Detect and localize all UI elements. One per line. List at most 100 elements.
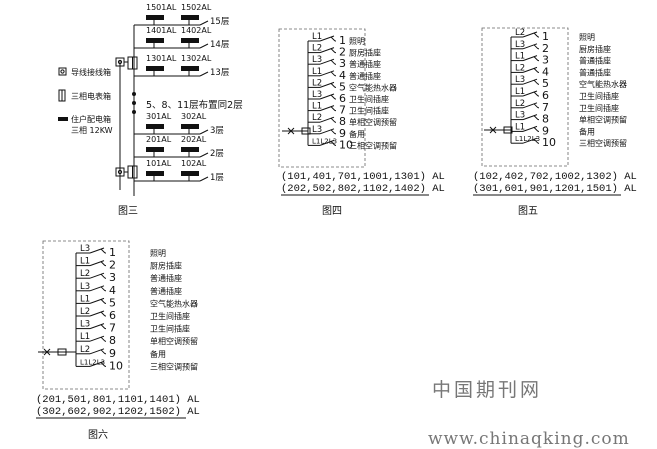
breaker-switch [522, 90, 538, 97]
circuit-description: 卫生间插座 [349, 94, 389, 104]
distribution-box [146, 15, 164, 20]
circuit-description: 空气能热水器 [579, 79, 627, 89]
box-label-right: 1402AL [181, 26, 212, 35]
circuit-row: L3 1 照明 [76, 244, 166, 259]
legend-distribution-spec: 三相 12KW [71, 125, 113, 135]
breaker-switch [522, 125, 538, 132]
box-label-left: 201AL [146, 135, 172, 144]
distribution-box [181, 147, 199, 152]
box-label-right: 102AL [181, 159, 207, 168]
circuit-number: 7 [542, 101, 549, 114]
circuit-description: 照明 [349, 37, 365, 46]
phase-label: L1 [515, 52, 525, 62]
panel-id-label: (201,501,801,1101,1401) AL [36, 394, 200, 406]
box-label-left: 301AL [146, 112, 172, 121]
breaker-switch [89, 348, 105, 355]
circuit-description: 空气能热水器 [349, 82, 397, 92]
breaker-mark [100, 362, 106, 367]
circuit-description: 三相空调预留 [579, 138, 627, 148]
breaker-switch [89, 285, 105, 292]
box-label-left: 1501AL [146, 3, 177, 12]
floor-arrow [199, 176, 209, 182]
circuit-description: 卫生间插座 [349, 106, 389, 116]
phase-label: L1 [515, 122, 525, 132]
floor-arrow [199, 129, 209, 135]
breaker-mark [533, 56, 539, 61]
circuit-description: 照明 [150, 249, 166, 258]
distribution-box [146, 147, 164, 152]
phase-label: L1 [80, 257, 90, 267]
figure-caption: 图五 [518, 205, 538, 217]
floor-label: 2层 [210, 149, 224, 159]
circuit-description: 空气能热水器 [150, 298, 198, 308]
breaker-switch [89, 297, 105, 304]
phase-label: L1 [312, 32, 322, 42]
breaker-switch [89, 247, 105, 254]
figure-caption: 图六 [88, 429, 108, 441]
ellipsis-dot [132, 101, 136, 105]
breaker-switch [319, 116, 335, 123]
legend-distribution-box: 住户配电箱 [71, 114, 111, 124]
breaker-switch [319, 139, 335, 146]
distribution-box [181, 66, 199, 71]
phase-label: L2 [515, 28, 525, 38]
breaker-mark [330, 59, 336, 65]
circuit-number: 2 [109, 259, 116, 272]
panel-id-label: (301,601,901,1201,1501) AL [473, 183, 637, 195]
breaker-mark [100, 311, 106, 317]
panel-enclosure [481, 27, 569, 167]
phase-label: L3 [312, 125, 322, 135]
breaker-mark [330, 141, 336, 146]
circuit-number: 3 [542, 54, 549, 67]
breaker-mark [330, 48, 336, 53]
circuit-number: 8 [542, 113, 549, 126]
distribution-box [146, 66, 164, 71]
breaker-switch [522, 78, 538, 85]
floor-arrow [199, 71, 209, 77]
breaker-mark [533, 127, 539, 132]
breaker-switch [522, 137, 538, 144]
junction-box-upper-dot [117, 59, 123, 65]
phase-label: L3 [80, 244, 90, 254]
phase-label: L3 [515, 75, 525, 85]
box-label-right: 302AL [181, 112, 207, 121]
junction-box-lower-dot [117, 169, 123, 175]
circuit-number: 1 [109, 246, 116, 259]
breaker-mark [100, 273, 106, 279]
breaker-switch [319, 58, 335, 65]
phase-label: L3 [312, 90, 322, 100]
distribution-box [146, 171, 164, 176]
breaker-switch [522, 102, 538, 109]
breaker-mark [533, 44, 539, 50]
breaker-mark [100, 324, 106, 329]
phase-label: L2 [312, 44, 322, 54]
phase-label: L1L2L3 [515, 135, 540, 143]
breaker-mark [533, 32, 539, 38]
breaker-mark [100, 286, 106, 292]
breaker-switch [89, 323, 105, 330]
floor-arrow [199, 20, 209, 26]
distribution-box [181, 124, 199, 129]
breaker-switch [89, 360, 105, 367]
breaker-switch [319, 47, 335, 54]
circuit-description: 卫生间插座 [579, 103, 619, 113]
circuit-number: 1 [339, 34, 346, 47]
distribution-box [181, 171, 199, 176]
circuit-description: 卫生间插座 [579, 91, 619, 101]
breaker-mark [100, 261, 106, 266]
phase-label: L3 [515, 40, 525, 50]
watermark-url: www.chinaqking.com [428, 429, 630, 449]
breaker-mark [330, 71, 336, 77]
